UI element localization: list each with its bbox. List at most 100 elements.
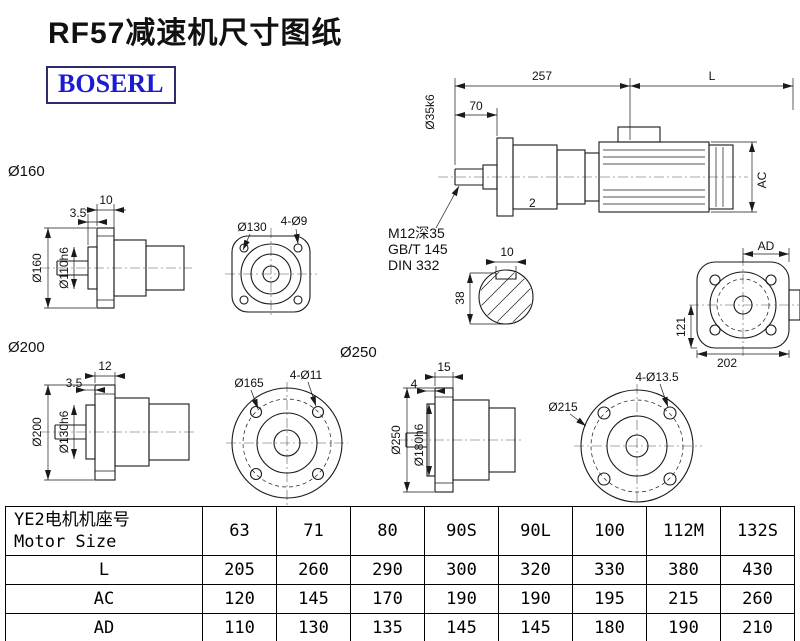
dim-12-label: 12	[98, 359, 112, 373]
dim-10-label: 10	[99, 193, 113, 207]
dim-value-cell: 380	[646, 555, 721, 585]
main-assembly-drawing: 257 L 70 Ø35k6 AC 2 M12深35 GB/T 145 DIN …	[388, 69, 794, 273]
note-din-standard: DIN 332	[388, 257, 440, 273]
bolt-hole	[249, 405, 263, 419]
dim-202-label: 202	[717, 356, 737, 370]
dim-bc130-label: Ø130	[237, 220, 267, 234]
table-row-L: L 205 260 290 300 320 330 380 430	[5, 555, 795, 585]
table-header-row: YE2电机机座号 Motor Size 63 71 80 90S 90L 100…	[5, 506, 795, 556]
fan-cowl	[708, 144, 734, 210]
output-shaft	[54, 424, 86, 440]
dim-AD-label: AD	[758, 239, 775, 253]
dim-value-cell: 210	[720, 613, 795, 641]
dim-value-cell: 205	[202, 555, 277, 585]
row-label: L	[5, 555, 203, 585]
round-flange	[580, 389, 694, 503]
dim-pilot180-label: Ø180h6	[412, 423, 426, 466]
dim-holes-9-label: 4-Ø9	[281, 214, 308, 228]
flange250-side-view: 15 4 Ø250 Ø180h6	[389, 360, 522, 493]
dim-value-cell: 145	[276, 584, 351, 614]
dim-value-cell: 180	[572, 613, 647, 641]
dim-121-label: 121	[674, 317, 688, 337]
dim-value-cell: 135	[350, 613, 425, 641]
dim-value-cell: 260	[276, 555, 351, 585]
dim-od250-label: Ø250	[389, 425, 403, 455]
dim-value-cell: 190	[646, 613, 721, 641]
dim-od200-label: Ø200	[30, 417, 44, 447]
note-gb-standard: GB/T 145	[388, 241, 448, 257]
dim-value-cell: 190	[498, 584, 573, 614]
dim-38-label: 38	[453, 291, 467, 305]
motor-size-col-header: 100	[572, 506, 647, 556]
motor-size-col-header: 90L	[498, 506, 573, 556]
page-title: RF57减速机尺寸图纸	[48, 17, 343, 50]
input-shaft	[454, 168, 483, 186]
row-label: AD	[5, 613, 203, 641]
dim-value-cell: 330	[572, 555, 647, 585]
shaft-section-view: 10 38	[453, 245, 534, 325]
motor-size-col-header: 132S	[720, 506, 795, 556]
motor-size-col-header: 63	[202, 506, 277, 556]
dim-value-cell: 130	[276, 613, 351, 641]
brand-text: BOSERL	[58, 69, 164, 98]
motor-size-col-header: 112M	[646, 506, 721, 556]
dim-value-cell: 260	[720, 584, 795, 614]
face215-front-view: Ø215 4-Ø13.5	[548, 370, 702, 505]
motor-size-col-header: 80	[350, 506, 425, 556]
dim-AC-label: AC	[755, 171, 769, 188]
keyway	[495, 273, 517, 280]
dim-value-cell: 190	[424, 584, 499, 614]
dim-value-cell: 170	[350, 584, 425, 614]
flange160-side-view: Ø160 10 3.5 Ø160 Ø110h6	[8, 163, 192, 309]
technical-drawing: 257 L 70 Ø35k6 AC 2 M12深35 GB/T 145 DIN …	[8, 69, 800, 505]
dim-bc165-label: Ø165	[234, 376, 264, 390]
table-row-AC: AC 120 145 170 190 190 195 215 260	[5, 584, 795, 614]
dim-pilot130-label: Ø130h6	[57, 410, 71, 453]
table-header-en: Motor Size	[14, 532, 117, 552]
dim-15-label: 15	[437, 360, 451, 374]
motor-size-col-header: 90S	[424, 506, 499, 556]
dim-3-5-label: 3.5	[66, 376, 83, 390]
dim-value-cell: 120	[202, 584, 277, 614]
dim-2-label: 2	[529, 196, 536, 210]
dim-bc215-label: Ø215	[548, 400, 578, 414]
table-header-cn: YE2电机机座号	[14, 510, 130, 530]
dim-pilot110-label: Ø110h6	[57, 247, 71, 289]
table-row-AD: AD 110 130 135 145 145 180 190 210	[5, 613, 795, 641]
bolt-hole	[597, 406, 611, 420]
dim-L-label: L	[709, 69, 716, 83]
dim-value-cell: 215	[646, 584, 721, 614]
dim-257-label: 257	[532, 69, 552, 83]
square-flange	[231, 235, 311, 313]
dim-value-cell: 110	[202, 613, 277, 641]
flange200-side-view: Ø200 12 3.5 Ø200 Ø130h6	[8, 339, 196, 481]
dim-value-cell: 300	[424, 555, 499, 585]
dim-70-label: 70	[469, 99, 483, 113]
dim-keywidth-label: 10	[500, 245, 514, 259]
row-label: AC	[5, 584, 203, 614]
dim-holes-13-label: 4-Ø13.5	[635, 370, 679, 384]
motor-size-col-header: 71	[276, 506, 351, 556]
note-tap-hole: M12深35	[388, 225, 445, 241]
table-header-motor-size: YE2电机机座号 Motor Size	[5, 506, 203, 556]
motor-size-table: YE2电机机座号 Motor Size 63 71 80 90S 90L 100…	[5, 506, 795, 641]
dim-value-cell: 195	[572, 584, 647, 614]
dim-od160-label: Ø160	[30, 253, 44, 283]
round-flange	[231, 387, 343, 499]
dim-holes-11-label: 4-Ø11	[290, 368, 323, 382]
section-label-200: Ø200	[8, 339, 45, 356]
dim-4-label: 4	[411, 377, 418, 391]
dim-value-cell: 145	[498, 613, 573, 641]
face165-front-view: Ø250 Ø165 4-Ø11	[226, 344, 377, 505]
flange-plate	[94, 384, 116, 481]
motor-end-view: AD 121 202	[674, 239, 800, 370]
dim-3-5-label: 3.5	[70, 206, 87, 220]
section-label-160: Ø160	[8, 163, 45, 180]
dim-value-cell: 320	[498, 555, 573, 585]
dim-shaft-dia-label: Ø35k6	[423, 94, 437, 130]
brand-logo: BOSERL	[46, 66, 176, 104]
dim-value-cell: 430	[720, 555, 795, 585]
dim-value-cell: 290	[350, 555, 425, 585]
section-label-250: Ø250	[340, 344, 377, 361]
